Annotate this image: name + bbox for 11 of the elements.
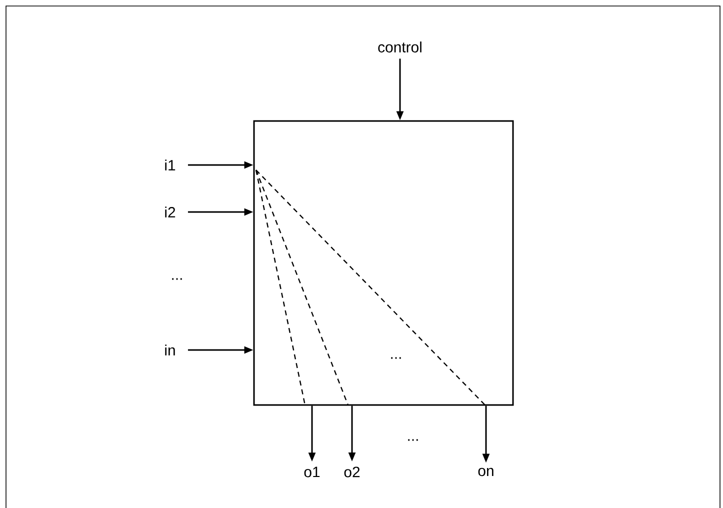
output-label: o1 [304,466,320,478]
output-label: o2 [344,466,360,478]
input-label: in [165,344,175,356]
ellipsis-label: ... [408,439,418,441]
control-label: control [378,42,422,52]
ellipsis-label: ... [391,357,401,359]
input-label: i2 [165,206,176,218]
output-label: on [478,468,494,476]
block-box [253,120,514,406]
ellipsis-label: ... [172,278,182,280]
input-label: i1 [165,160,176,170]
